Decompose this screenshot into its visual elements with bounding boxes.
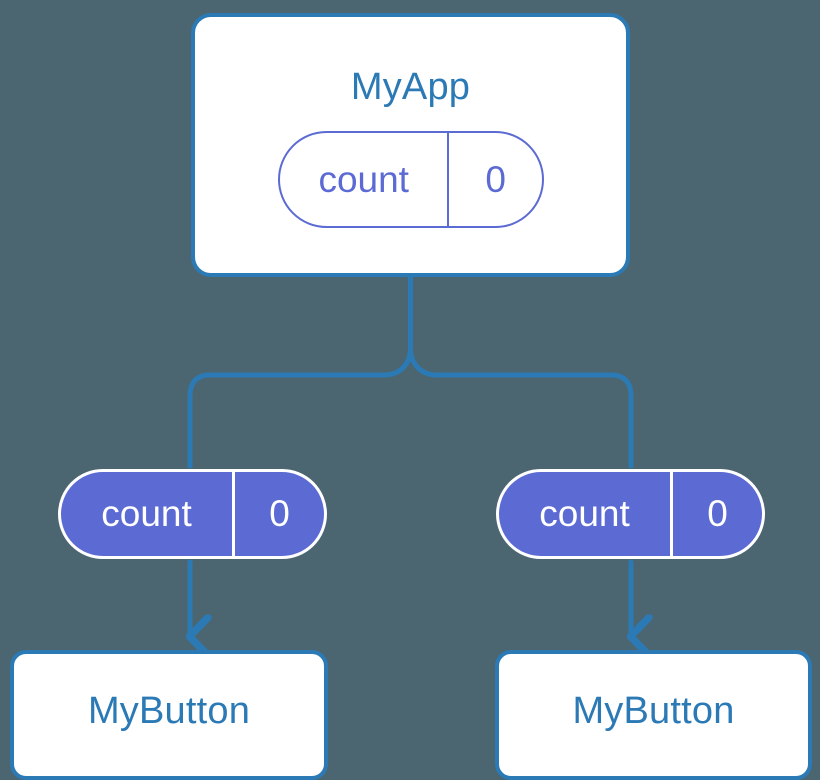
state-pill-myapp-count[interactable]: count 0	[278, 131, 544, 228]
prop-pill-right-count-value: 0	[707, 493, 728, 534]
component-mybutton-right-title: MyButton	[572, 690, 735, 732]
edge-props-to-buttons	[190, 559, 631, 636]
state-pill-myapp-count-value: 0	[485, 158, 506, 200]
state-pill-myapp-count-key: count	[280, 133, 450, 226]
prop-pill-left-count-key: count	[61, 472, 236, 556]
prop-pill-left-count-value: 0	[269, 493, 290, 534]
component-myapp-title: MyApp	[350, 66, 471, 108]
prop-pill-right-count[interactable]: count 0	[496, 469, 765, 559]
prop-pill-right-count-key: count	[499, 472, 674, 556]
prop-pill-left-count[interactable]: count 0	[58, 469, 327, 559]
edge-root-to-children-split	[187, 274, 634, 469]
component-mybutton-left-title: MyButton	[87, 690, 251, 732]
component-mybutton-left[interactable]: MyButton	[10, 650, 328, 780]
component-mybutton-right[interactable]: MyButton	[495, 650, 812, 780]
